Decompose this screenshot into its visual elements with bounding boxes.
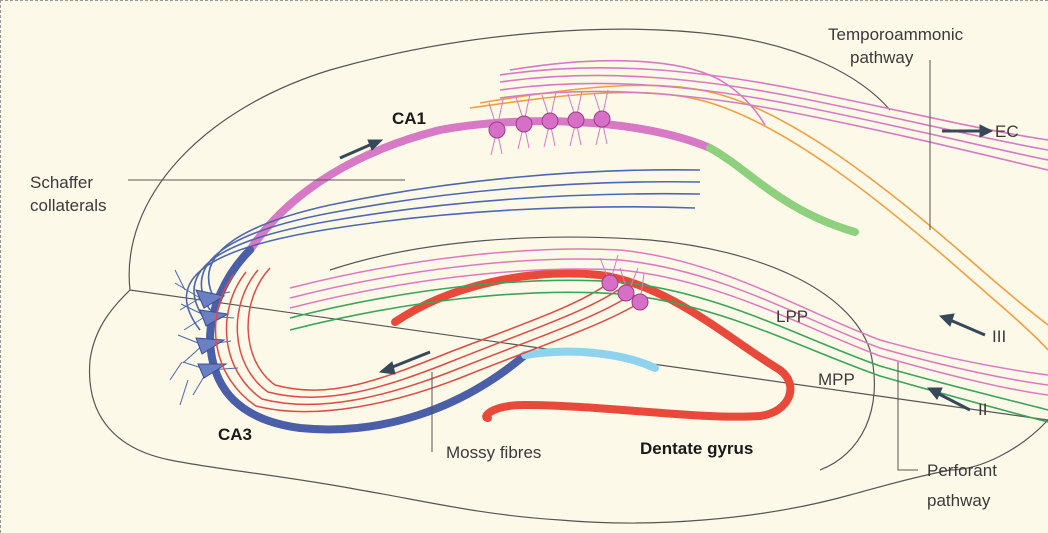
mossy-fibres: [216, 268, 634, 412]
ca3-light-blue-segment: [525, 352, 655, 368]
lpp-fibres: [290, 249, 1048, 395]
perforant-label-line2: pathway: [927, 491, 991, 510]
ec-direction-arrow: [942, 125, 992, 137]
ca1-green-segment: [710, 148, 855, 232]
mossy-fibres-label: Mossy fibres: [446, 443, 541, 462]
perforant-pointer: [898, 362, 918, 470]
schaffer-label-line1: Schaffer: [30, 173, 93, 192]
temporoammonic-label-line2: pathway: [850, 48, 914, 67]
perforant-label-line1: Perforant: [927, 461, 997, 480]
mpp-label: MPP: [818, 370, 855, 389]
layer-iii-label: III: [992, 327, 1006, 346]
ca3-label: CA3: [218, 425, 252, 444]
ec-label: EC: [995, 122, 1019, 141]
ca1-label: CA1: [392, 109, 426, 128]
dentate-gyrus-label: Dentate gyrus: [640, 439, 753, 458]
iii-direction-arrow: [940, 314, 985, 335]
mpp-fibres: [290, 280, 1048, 422]
temporoammonic-label-line1: Temporoammonic: [828, 25, 964, 44]
layer-ii-label: II: [978, 400, 987, 419]
ca3-cells: [170, 270, 238, 405]
schaffer-label-line2: collaterals: [30, 196, 107, 215]
lpp-label: LPP: [776, 307, 808, 326]
